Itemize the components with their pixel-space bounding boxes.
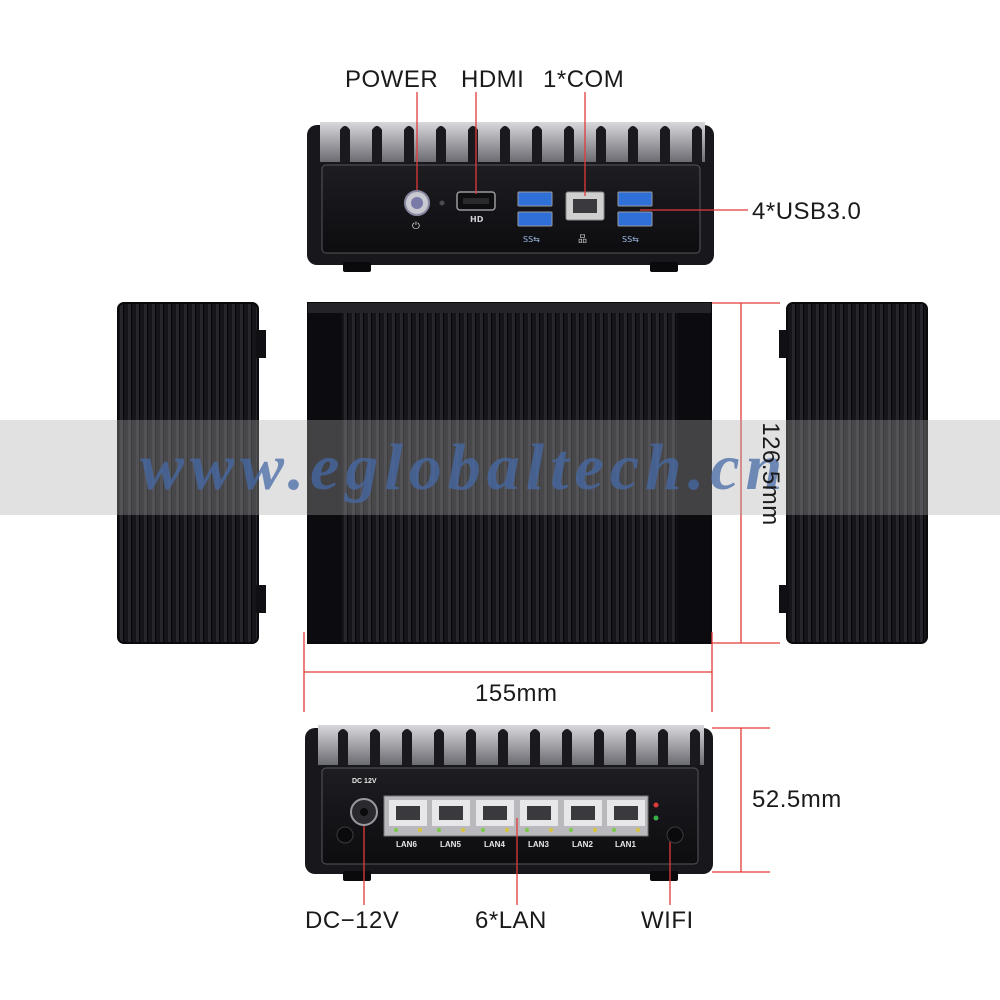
svg-text:品: 品: [578, 234, 587, 245]
watermark-text: www.eglobaltech.cn: [140, 431, 789, 504]
front-view-unit: ⏻ HD SS⇆ 品 SS⇆: [307, 122, 714, 272]
height-dimension-label: 126.5mm: [757, 422, 784, 526]
lan-label: 6*LAN: [475, 907, 547, 934]
antenna-connector-icon: [666, 826, 684, 844]
usb-label: 4*USB3.0: [752, 198, 862, 225]
antenna-connector-icon: [336, 826, 354, 844]
top-view-unit: [307, 302, 712, 644]
usb-port-icon: [517, 191, 553, 207]
svg-text:SS⇆: SS⇆: [523, 235, 540, 244]
dimension-lines: [303, 302, 780, 873]
wifi-label: WIFI: [641, 907, 694, 934]
dc-label: DC−12V: [305, 907, 400, 934]
power-label: POWER: [345, 66, 439, 93]
svg-text:HD: HD: [470, 215, 484, 224]
right-side-view: [779, 302, 928, 644]
front-leader-lines: [416, 92, 748, 211]
back-leader-lines: [363, 818, 671, 905]
lan-port-label: LAN1: [615, 840, 636, 849]
lan-ports: [389, 800, 645, 832]
watermark-band: [0, 420, 1000, 515]
com-label: 1*COM: [543, 66, 625, 93]
back-view-unit: [305, 725, 713, 881]
lan-port-label: LAN5: [440, 840, 461, 849]
lan-port-label: LAN3: [528, 840, 549, 849]
usb-port-icon: [617, 191, 653, 207]
svg-text:⏻: ⏻: [412, 221, 420, 232]
svg-text:SS⇆: SS⇆: [622, 235, 639, 244]
usb-port-icon: [617, 211, 653, 227]
depth-dimension-label: 52.5mm: [752, 786, 842, 813]
usb-port-icon: [517, 211, 553, 227]
dc-12v-print: DC 12V: [352, 778, 377, 785]
hdmi-label: HDMI: [461, 66, 525, 93]
left-side-view: [117, 302, 266, 644]
lan-port-label: LAN4: [484, 840, 505, 849]
width-dimension-label: 155mm: [475, 680, 558, 707]
lan-port-label: LAN2: [572, 840, 593, 849]
lan-port-label: LAN6: [396, 840, 417, 849]
